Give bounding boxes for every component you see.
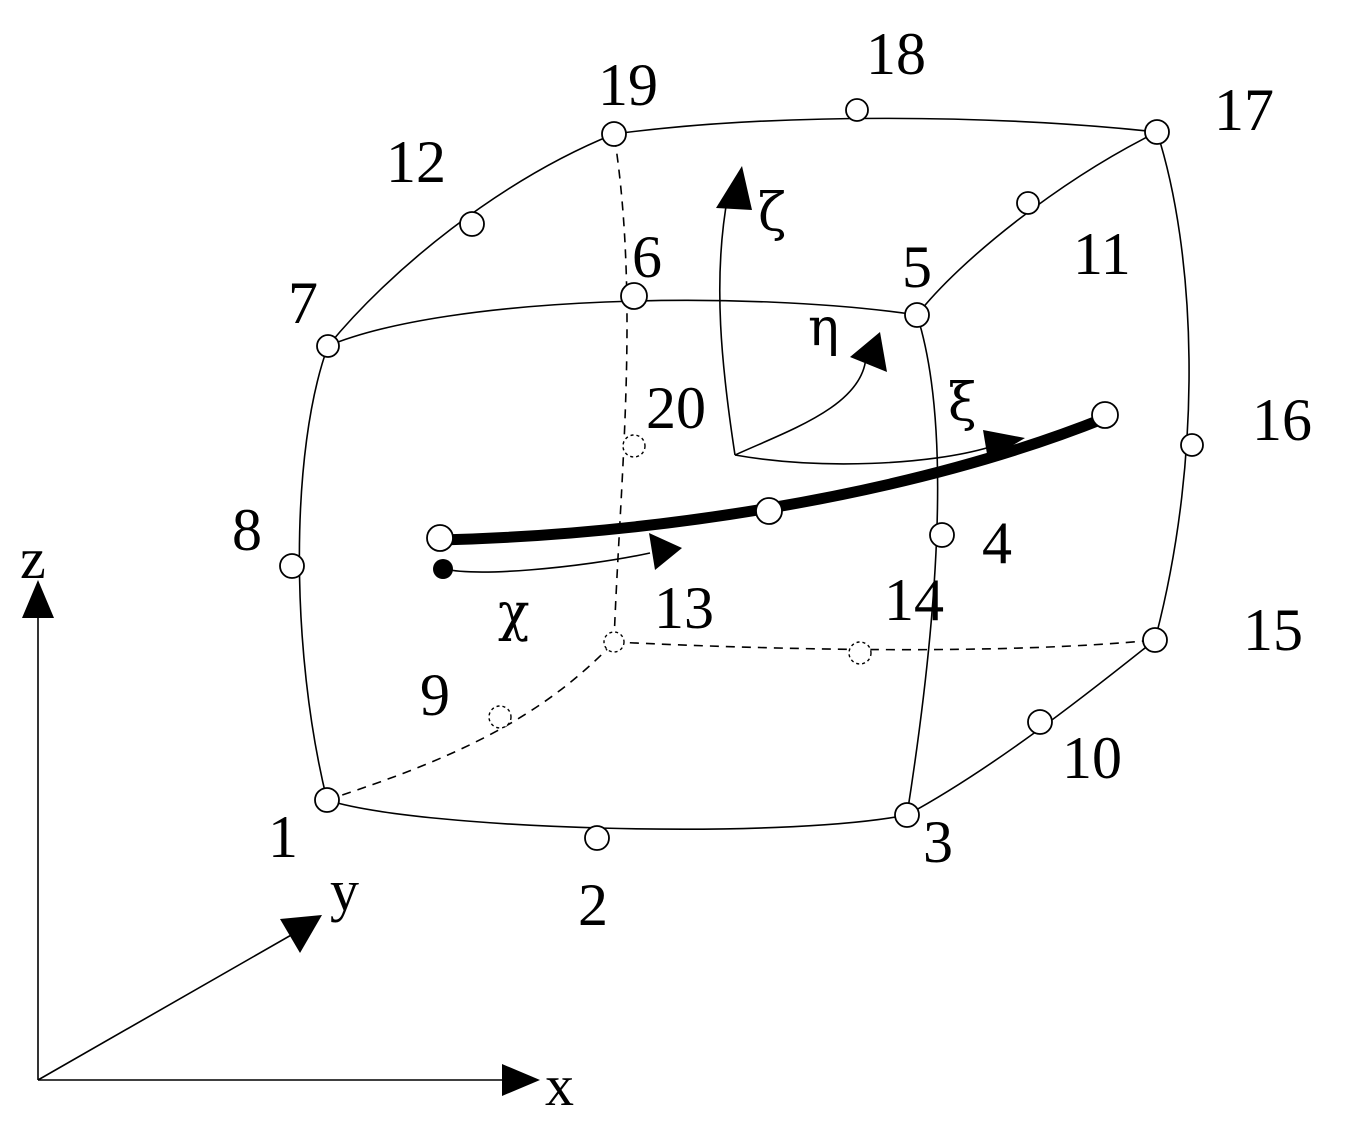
- element-edges: [298, 117, 1190, 830]
- node-marker-16: [1180, 433, 1204, 457]
- element-edge: [906, 314, 939, 816]
- node-label-19: 19: [598, 52, 658, 118]
- node-label-17: 17: [1214, 77, 1274, 143]
- element-edge-hidden: [613, 133, 628, 643]
- chi-arrowhead: [649, 533, 682, 570]
- local-axes: [716, 166, 1025, 465]
- eta-label: η: [808, 298, 839, 358]
- node-label-3: 3: [923, 809, 953, 875]
- node-marker-13: [603, 631, 625, 653]
- node-label-15: 15: [1243, 597, 1303, 663]
- element-edge: [1154, 131, 1190, 641]
- node-marker-20: [622, 434, 646, 458]
- node-label-6: 6: [632, 224, 662, 290]
- node-marker-3: [894, 802, 920, 828]
- z-axis-label: z: [20, 526, 46, 591]
- node-marker-19: [601, 121, 627, 147]
- node-label-7: 7: [288, 270, 318, 336]
- node-label-4: 4: [982, 510, 1012, 576]
- eta-axis-line: [734, 354, 867, 456]
- x-axis-label: x: [545, 1053, 574, 1118]
- zeta-axis-line: [718, 194, 736, 456]
- chi-parameter-line: [441, 552, 651, 573]
- element-edge: [327, 133, 615, 347]
- node-label-10: 10: [1062, 725, 1122, 791]
- global-axes: [22, 580, 540, 1096]
- zeta-axis-arrowhead: [716, 166, 752, 210]
- node-marker-17: [1144, 119, 1170, 145]
- node-label-18: 18: [866, 21, 926, 87]
- eta-axis-arrowhead: [850, 332, 887, 372]
- node-marker-18: [845, 98, 869, 122]
- node-label-1: 1: [268, 804, 298, 870]
- node-marker-15: [1142, 627, 1168, 653]
- node-marker-9: [488, 705, 512, 729]
- element-nodes: [279, 98, 1204, 851]
- curve-start-point: [433, 559, 453, 579]
- element-edge-hidden: [613, 639, 1156, 651]
- element-edge: [327, 299, 918, 347]
- xi-label: ξ: [948, 373, 977, 433]
- node-label-20: 20: [646, 375, 706, 441]
- element-edge: [613, 117, 1158, 135]
- node-label-2: 2: [578, 872, 608, 938]
- element-edge: [916, 131, 1158, 316]
- x-axis-arrowhead: [502, 1064, 540, 1096]
- zeta-label: ζ: [758, 183, 786, 243]
- node-marker-5: [904, 302, 930, 328]
- xi-axis-line: [734, 446, 991, 465]
- node-marker-8: [279, 553, 305, 579]
- curve-node-marker: [755, 497, 783, 525]
- node-marker-2: [584, 825, 610, 851]
- y-axis-label: y: [330, 858, 359, 923]
- node-label-14: 14: [884, 567, 944, 633]
- node-label-9: 9: [420, 662, 450, 728]
- node-label-16: 16: [1252, 387, 1312, 453]
- node-marker-7: [316, 334, 340, 358]
- node-marker-14: [848, 641, 872, 665]
- node-label-11: 11: [1073, 221, 1131, 287]
- node-marker-4: [929, 522, 955, 548]
- node-label-8: 8: [232, 497, 262, 563]
- node-label-5: 5: [902, 234, 932, 300]
- chi-label: χ: [498, 583, 530, 643]
- element-edge-hidden: [326, 641, 615, 801]
- node-marker-10: [1027, 709, 1053, 735]
- node-marker-11: [1016, 191, 1040, 215]
- node-label-13: 13: [654, 575, 714, 641]
- curve-node-marker: [1091, 401, 1119, 429]
- z-axis-arrowhead: [22, 580, 54, 618]
- node-marker-1: [314, 787, 340, 813]
- curve-node-marker: [426, 524, 454, 552]
- y-axis-arrowhead: [280, 915, 322, 953]
- node-marker-12: [459, 211, 485, 237]
- node-label-12: 12: [386, 129, 446, 195]
- node-marker-6: [620, 282, 648, 310]
- y-axis-line: [37, 929, 301, 1081]
